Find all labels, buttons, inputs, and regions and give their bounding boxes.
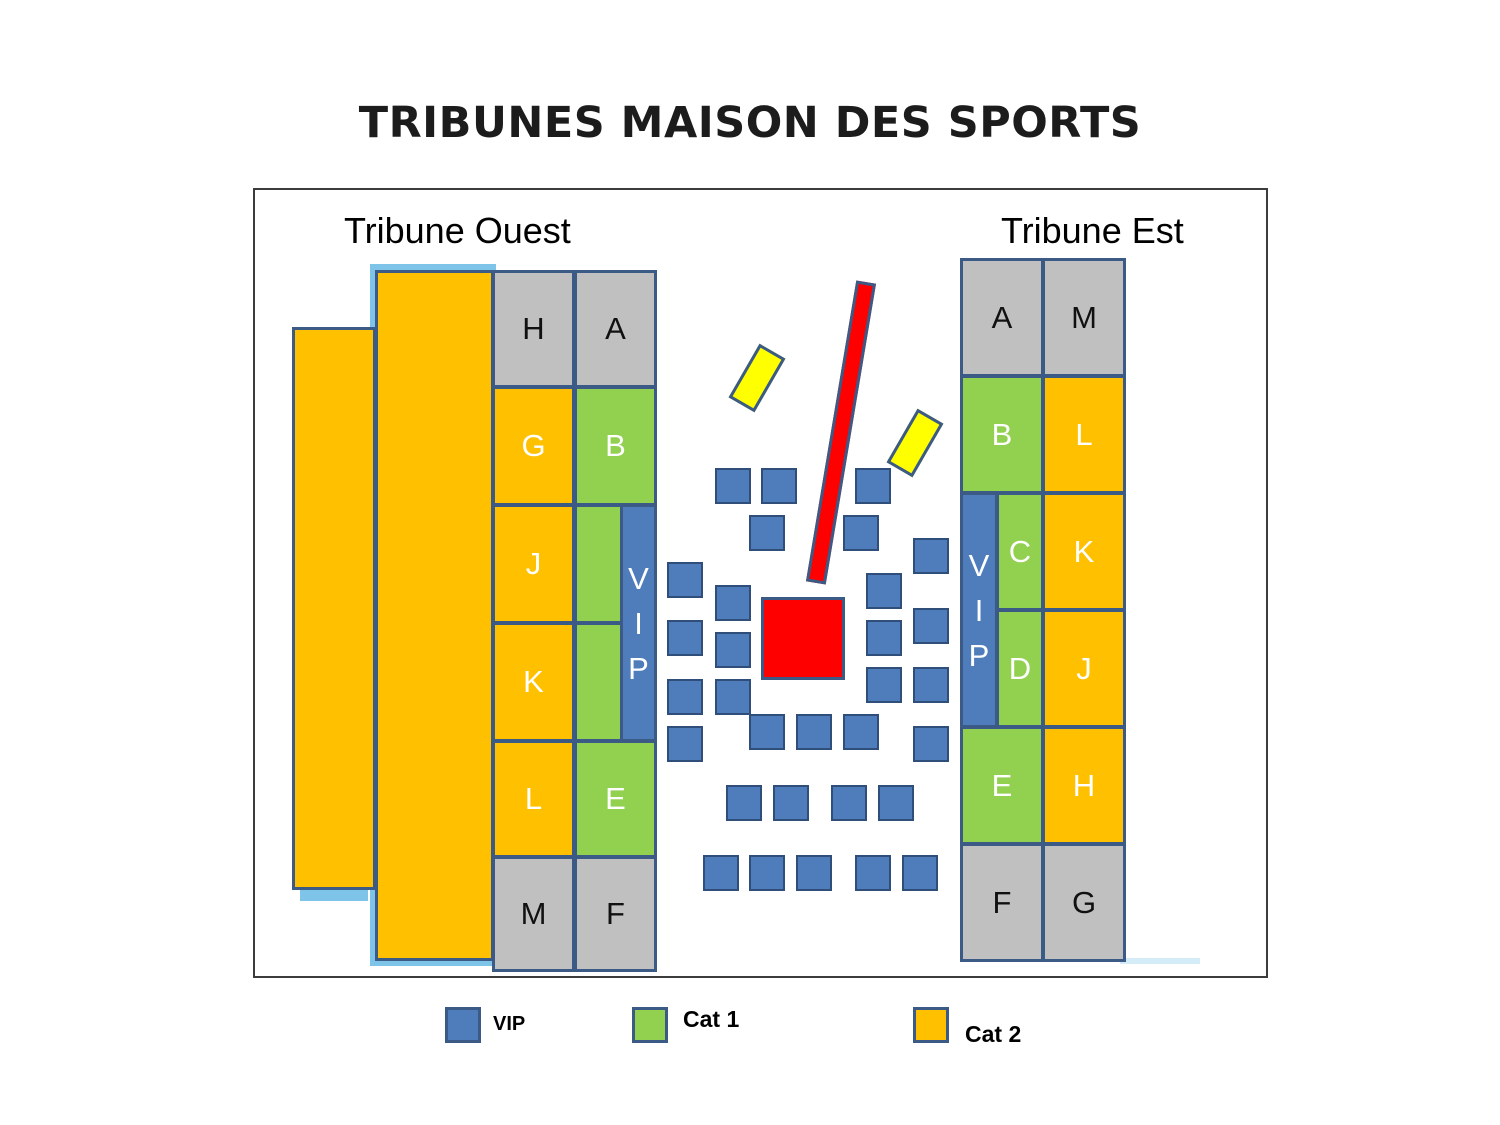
legend-cat1-label: Cat 1 [683, 1006, 740, 1032]
ouest-section-f[interactable]: F [574, 856, 657, 972]
ouest-section-h[interactable]: H [492, 270, 575, 388]
section-label: M [1071, 299, 1097, 335]
vip-floor-seat[interactable] [843, 714, 879, 750]
section-label: L [524, 781, 543, 816]
vip-letter: V [968, 547, 990, 583]
est-section-m[interactable]: M [1042, 258, 1126, 377]
est-section-h[interactable]: H [1042, 726, 1126, 845]
vip-floor-seat[interactable] [902, 855, 938, 891]
vip-floor-seat[interactable] [749, 855, 785, 891]
vip-floor-seat[interactable] [703, 855, 739, 891]
section-label: K [1073, 533, 1095, 569]
est-section-k[interactable]: K [1042, 492, 1126, 611]
est-section-vip[interactable]: V I P [960, 492, 998, 728]
legend-vip-label: VIP [493, 1013, 526, 1035]
est-section-g[interactable]: G [1042, 843, 1126, 962]
vip-floor-seat[interactable] [749, 714, 785, 750]
vip-floor-seat[interactable] [866, 620, 902, 656]
vip-floor-seat[interactable] [667, 620, 703, 656]
legend-vip-swatch [445, 1007, 481, 1043]
vip-floor-seat[interactable] [715, 468, 751, 504]
vip-floor-seat[interactable] [913, 667, 949, 703]
est-section-a[interactable]: A [960, 258, 1044, 377]
page-title: TRIBUNES MAISON DES SPORTS [358, 98, 1142, 148]
vip-floor-seat[interactable] [796, 855, 832, 891]
est-section-l[interactable]: L [1042, 375, 1126, 494]
legend-cat1-swatch [632, 1007, 668, 1043]
vip-floor-seat[interactable] [667, 679, 703, 715]
ouest-section-l[interactable]: L [492, 740, 575, 858]
section-label: D [1008, 650, 1032, 686]
vip-letter: I [974, 592, 984, 628]
vip-floor-seat[interactable] [878, 785, 914, 821]
est-section-f[interactable]: F [960, 843, 1044, 962]
vip-floor-seat[interactable] [913, 538, 949, 574]
vip-floor-seat[interactable] [715, 585, 751, 621]
vip-floor-seat[interactable] [749, 515, 785, 551]
est-section-c[interactable]: C [996, 492, 1044, 611]
section-label: C [1008, 533, 1032, 569]
ouest-section-b[interactable]: B [574, 386, 657, 506]
section-label: H [522, 311, 545, 346]
vip-floor-seat[interactable] [843, 515, 879, 551]
vip-floor-seat[interactable] [726, 785, 762, 821]
section-label: A [991, 299, 1013, 335]
ouest-outer-block[interactable] [292, 327, 376, 890]
vip-floor-seat[interactable] [913, 608, 949, 644]
vip-floor-seat[interactable] [667, 562, 703, 598]
ouest-inner-block[interactable] [375, 270, 494, 961]
vip-floor-seat[interactable] [761, 468, 797, 504]
section-label: K [523, 664, 544, 699]
est-section-d[interactable]: D [996, 609, 1044, 728]
section-label: H [1072, 767, 1096, 803]
section-label: J [525, 546, 542, 581]
section-label: M [520, 896, 547, 931]
vip-floor-seat[interactable] [913, 726, 949, 762]
vip-letter: P [628, 650, 649, 686]
vip-floor-seat[interactable] [667, 726, 703, 762]
est-shadow [1120, 958, 1200, 964]
vip-floor-seat[interactable] [866, 667, 902, 703]
est-section-b[interactable]: B [960, 375, 1044, 494]
ouest-section-e[interactable]: E [574, 740, 657, 858]
vip-floor-seat[interactable] [831, 785, 867, 821]
ouest-section-k[interactable]: K [492, 622, 575, 742]
section-label: B [991, 416, 1013, 452]
legend-cat2-label: Cat 2 [965, 1021, 1022, 1047]
vip-letter: P [968, 637, 990, 673]
vip-floor-seat[interactable] [855, 468, 891, 504]
vip-floor-seat[interactable] [796, 714, 832, 750]
vip-letter: V [628, 560, 649, 596]
ouest-section-j[interactable]: J [492, 504, 575, 624]
section-label: B [605, 428, 626, 463]
section-label: E [605, 781, 626, 816]
vip-floor-seat[interactable] [866, 573, 902, 609]
ouest-section-g[interactable]: G [492, 386, 575, 506]
legend-cat2-swatch [913, 1007, 949, 1043]
est-section-e[interactable]: E [960, 726, 1044, 845]
ouest-section-m[interactable]: M [492, 856, 575, 972]
vip-floor-seat[interactable] [715, 632, 751, 668]
section-label: L [1075, 416, 1093, 452]
section-label: J [1076, 650, 1092, 686]
vip-floor-seat[interactable] [855, 855, 891, 891]
section-label: E [991, 767, 1013, 803]
ouest-section-a[interactable]: A [574, 270, 657, 388]
vip-floor-seat[interactable] [773, 785, 809, 821]
tribune-ouest-label: Tribune Ouest [344, 210, 571, 251]
ouest-section-vip[interactable]: V I P [620, 504, 657, 742]
section-label: G [521, 428, 546, 463]
stage-area [761, 597, 845, 680]
ouest-section-cat1-lower[interactable] [574, 622, 623, 742]
section-label: F [992, 884, 1012, 920]
section-label: F [606, 896, 625, 931]
section-label: A [605, 311, 626, 346]
est-section-j[interactable]: J [1042, 609, 1126, 728]
vip-letter: I [634, 605, 643, 641]
ouest-section-cat1-upper[interactable] [574, 504, 623, 624]
section-label: G [1071, 884, 1097, 920]
vip-floor-seat[interactable] [715, 679, 751, 715]
tribune-est-label: Tribune Est [1001, 210, 1184, 251]
